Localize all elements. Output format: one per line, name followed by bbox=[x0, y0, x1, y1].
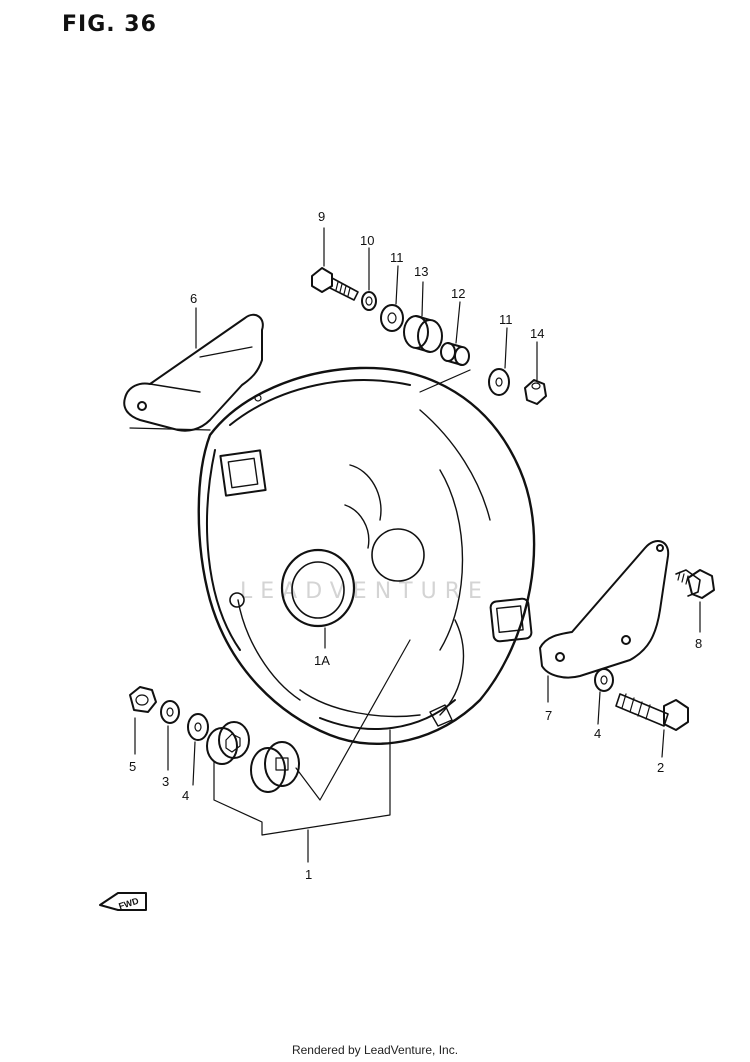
washer-3 bbox=[160, 700, 180, 724]
callout-9: 9 bbox=[318, 209, 325, 224]
callout-1a: 1A bbox=[314, 653, 330, 668]
callout-2: 2 bbox=[657, 760, 664, 775]
figure-title: FIG. 36 bbox=[62, 12, 157, 37]
bolt-2 bbox=[615, 693, 689, 731]
bolt-8 bbox=[675, 569, 715, 599]
washer-11-upper bbox=[380, 304, 404, 332]
washer-10 bbox=[361, 291, 377, 311]
nut-5 bbox=[129, 686, 157, 713]
callout-4-left: 4 bbox=[182, 788, 189, 803]
grommet-lower bbox=[250, 741, 300, 793]
callout-11-lower: 11 bbox=[499, 312, 513, 327]
headlight-housing bbox=[197, 366, 536, 746]
callout-1: 1 bbox=[305, 867, 312, 882]
callout-3: 3 bbox=[162, 774, 169, 789]
callout-8: 8 bbox=[695, 636, 702, 651]
callout-4-right: 4 bbox=[594, 726, 601, 741]
footer-credit: Rendered by LeadVenture, Inc. bbox=[291, 1043, 459, 1057]
callout-6: 6 bbox=[190, 291, 197, 306]
watermark-text: LEADVENTURE bbox=[240, 579, 490, 604]
bracket-right bbox=[539, 540, 670, 679]
collar-12 bbox=[440, 342, 470, 366]
washer-11-lower bbox=[488, 368, 510, 396]
callout-7: 7 bbox=[545, 708, 552, 723]
leader-lines bbox=[129, 227, 701, 863]
callout-labels: 9 10 11 13 12 11 14 6 1A 8 5 3 4 7 4 2 1 bbox=[129, 209, 702, 882]
callout-12: 12 bbox=[451, 286, 465, 301]
washer-4-left bbox=[187, 713, 209, 741]
callout-14: 14 bbox=[530, 326, 544, 341]
bracket-left bbox=[123, 313, 264, 432]
nut-14 bbox=[524, 379, 547, 405]
callout-10: 10 bbox=[360, 233, 374, 248]
callout-13: 13 bbox=[414, 264, 428, 279]
bolt-9 bbox=[311, 267, 359, 301]
callout-5: 5 bbox=[129, 759, 136, 774]
fwd-arrow: FWD bbox=[99, 892, 147, 911]
grommet-left bbox=[206, 721, 250, 765]
grommet-13 bbox=[403, 315, 443, 353]
washer-4-right bbox=[594, 668, 614, 692]
callout-11-upper: 11 bbox=[390, 250, 404, 265]
